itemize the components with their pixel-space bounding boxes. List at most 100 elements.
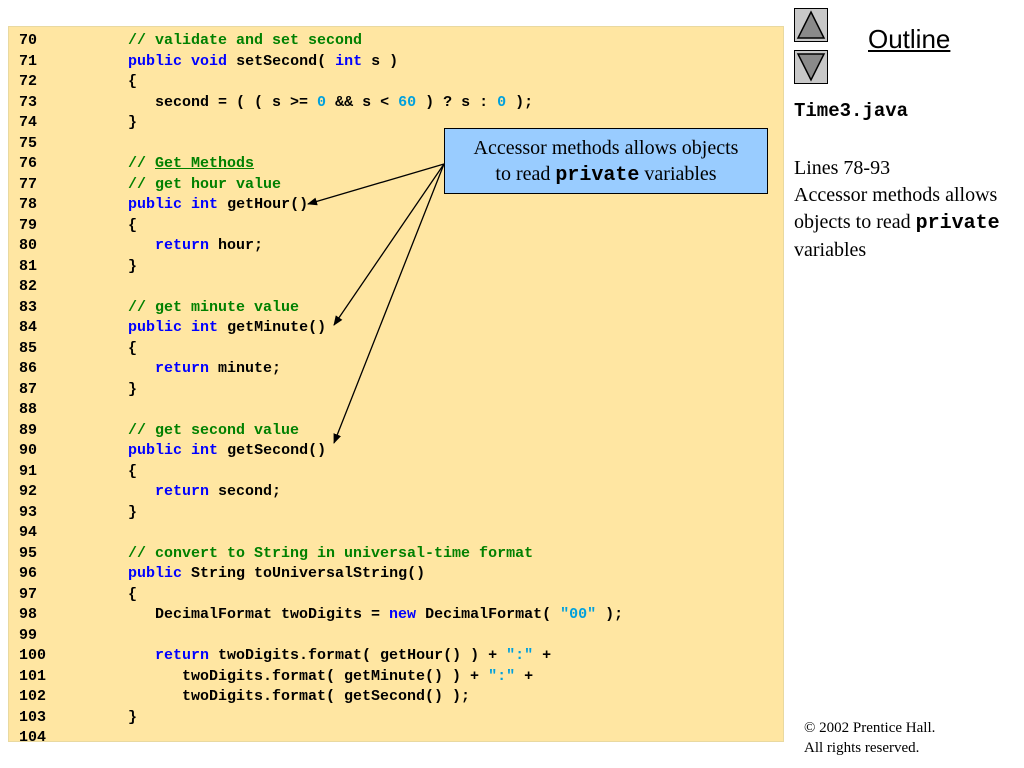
side-note-suffix: variables [794,239,867,261]
line-number: 99 [19,626,38,644]
side-note-code-word: private [915,212,1000,235]
line-number: 91 [19,462,38,480]
line-number: 89 [19,421,38,439]
code-text: public int getSecond() [101,441,326,461]
code-text: { [101,216,137,236]
code-token: twoDigits.format( getSecond() ); [101,688,471,705]
line-number: 87 [19,380,38,398]
code-token: // validate and set second [101,32,363,49]
code-text: // get minute value [101,298,299,318]
code-token: } [101,503,138,521]
code-token: return [155,483,210,500]
outline-down-button[interactable] [794,50,828,84]
code-token: public [128,52,183,70]
code-token: { [101,462,138,480]
code-token: // [101,155,156,172]
line-number: 79 [19,216,38,234]
code-token: + [515,667,534,685]
callout-line2: to read private variables [445,161,767,189]
line-number: 70 [19,32,38,49]
code-token: setSecond( [227,52,336,70]
code-token: // get minute value [101,298,300,316]
line-number: 95 [19,544,38,562]
line-number: 74 [19,114,38,131]
code-text: } [101,708,137,728]
copyright-line1: © 2002 Prentice Hall. [804,720,936,736]
line-number: 98 [19,606,38,623]
line-number: 85 [19,339,38,357]
code-text: { [101,585,137,605]
callout-prefix: to read [495,163,551,185]
side-note-text: Accessor methods allows objects to read [794,184,998,233]
code-token: void [191,52,228,70]
line-number: 100 [19,647,47,664]
code-token: int [191,319,219,336]
code-text: public void setSecond( int s ) [101,52,398,72]
code-token: getMinute() [218,319,327,336]
code-token: DecimalFormat( [416,606,561,623]
code-text: { [101,462,137,482]
line-number: 77 [19,175,38,193]
line-number: 78 [19,196,38,213]
line-number: 75 [19,134,38,152]
triangle-down-icon [796,53,826,82]
code-text: // convert to String in universal-time f… [101,544,533,564]
code-text: return second; [101,482,281,502]
code-token: ":" [506,647,534,664]
code-token: int [335,52,363,70]
line-number: 92 [19,483,38,500]
code-token: } [101,708,138,726]
code-token: DecimalFormat twoDigits = [101,606,390,623]
line-number: 86 [19,360,38,377]
code-text: return twoDigits.format( getHour() ) + "… [101,646,551,666]
code-text: return minute; [101,359,281,379]
code-text: { [101,339,137,359]
code-text: } [101,503,137,523]
callout-box: Accessor methods allows objects to read … [444,128,768,194]
code-token: twoDigits.format( getMinute() ) + [101,667,489,685]
line-number: 88 [19,401,38,418]
code-token: int [191,196,219,213]
line-number: 102 [19,688,47,705]
line-number: 84 [19,319,38,336]
code-text: twoDigits.format( getSecond() ); [101,687,470,707]
code-token: // get second value [101,421,300,439]
side-note-description: Accessor methods allows objects to read … [794,182,1009,264]
code-token: return [155,647,210,664]
code-token: 0 [497,93,507,111]
code-token: public [128,565,183,582]
arrow-to-gethour [307,163,445,206]
code-text: // Get Methods [101,154,254,174]
line-number: 94 [19,524,38,541]
line-number: 96 [19,565,38,582]
line-number: 93 [19,503,38,521]
line-number: 103 [19,708,47,726]
copyright-line2: All rights reserved. [804,740,920,756]
code-token: ":" [488,667,516,685]
code-token: s ) [362,52,399,70]
copyright: © 2002 Prentice Hall. All rights reserve… [804,718,935,758]
outline-title[interactable]: Outline [868,24,951,54]
code-token: && s < [326,93,399,111]
line-number: 71 [19,52,38,70]
code-text: } [101,380,137,400]
code-token: } [101,257,138,275]
code-token: getSecond() [218,442,327,459]
code-token: 60 [398,93,417,111]
code-token: new [389,606,417,623]
code-token: } [101,114,138,131]
code-text: twoDigits.format( getMinute() ) + ":" + [101,667,533,687]
line-number: 90 [19,442,38,459]
code-token: return [155,237,210,254]
code-token: // get hour value [101,175,282,193]
code-token: { [101,585,138,603]
line-number: 72 [19,73,38,90]
code-token: } [101,380,138,398]
code-token: ); [596,606,624,623]
code-token: public [128,442,183,459]
triangle-up-icon [796,10,826,39]
code-token: "00" [560,606,597,623]
arrow-to-getminute [333,163,445,326]
outline-up-button[interactable] [794,8,828,42]
